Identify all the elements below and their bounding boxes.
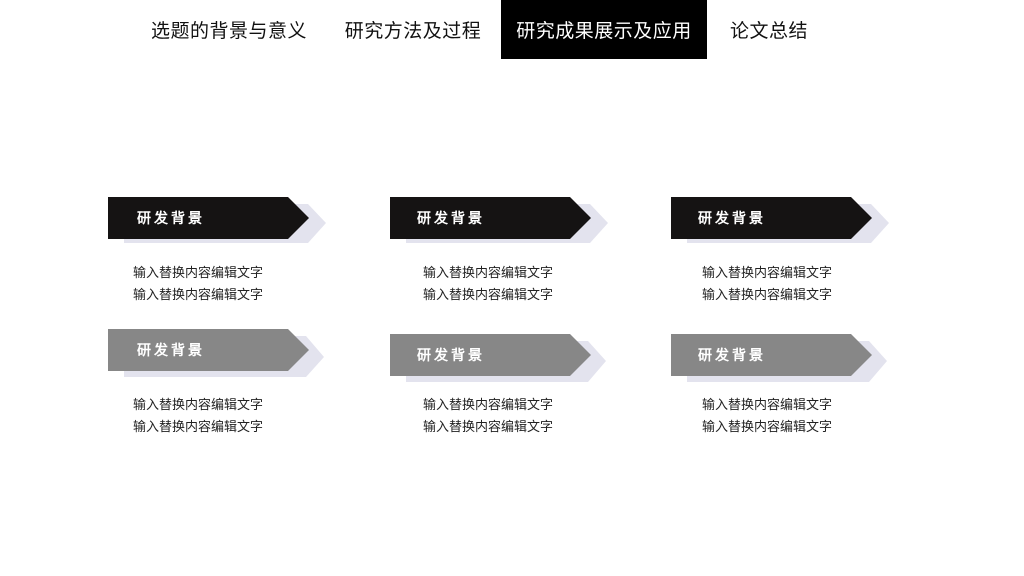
card-text-line: 输入替换内容编辑文字 xyxy=(702,288,833,303)
card-banner: 研发背景 xyxy=(390,197,610,243)
arrow-banner-shape xyxy=(671,334,887,382)
arrow-banner-shape xyxy=(108,329,324,377)
card-text-line: 输入替换内容编辑文字 xyxy=(702,420,833,435)
card-text: 输入替换内容编辑文字 输入替换内容编辑文字 xyxy=(133,395,353,439)
card-text: 输入替换内容编辑文字 输入替换内容编辑文字 xyxy=(423,395,643,439)
card-banner: 研发背景 xyxy=(108,197,328,243)
arrow-banner-shape xyxy=(108,197,326,243)
card-text-line: 输入替换内容编辑文字 xyxy=(702,266,833,281)
card-text-line: 输入替换内容编辑文字 xyxy=(133,398,264,413)
card-banner: 研发背景 xyxy=(671,197,891,243)
card-banner: 研发背景 xyxy=(390,334,610,382)
card-text-line: 输入替换内容编辑文字 xyxy=(423,398,554,413)
card-banner: 研发背景 xyxy=(108,329,328,377)
card-title: 研发背景 xyxy=(417,211,485,227)
card-text: 输入替换内容编辑文字 输入替换内容编辑文字 xyxy=(702,395,922,439)
card-title: 研发背景 xyxy=(698,211,766,227)
card-text-line: 输入替换内容编辑文字 xyxy=(702,398,833,413)
card-text: 输入替换内容编辑文字 输入替换内容编辑文字 xyxy=(702,263,922,307)
card-text-line: 输入替换内容编辑文字 xyxy=(133,420,264,435)
card-text-line: 输入替换内容编辑文字 xyxy=(423,266,554,281)
card-text-line: 输入替换内容编辑文字 xyxy=(423,288,554,303)
arrow-banner-shape xyxy=(390,334,606,382)
nav-tab-research-results[interactable]: 研究成果展示及应用 xyxy=(501,0,707,59)
card-text-line: 输入替换内容编辑文字 xyxy=(133,288,264,303)
card-text-line: 输入替换内容编辑文字 xyxy=(133,266,264,281)
card-text: 输入替换内容编辑文字 输入替换内容编辑文字 xyxy=(423,263,643,307)
card-banner: 研发背景 xyxy=(671,334,891,382)
card-title: 研发背景 xyxy=(417,348,485,364)
arrow-banner-shape xyxy=(390,197,608,243)
nav-tab-background-significance[interactable]: 选题的背景与意义 xyxy=(150,20,307,42)
card-title: 研发背景 xyxy=(137,343,205,359)
top-navigation: 选题的背景与意义 研究方法及过程 研究成果展示及应用 论文总结 xyxy=(0,0,1024,59)
arrow-banner-shape xyxy=(671,197,889,243)
card-text: 输入替换内容编辑文字 输入替换内容编辑文字 xyxy=(133,263,353,307)
nav-tab-research-methods[interactable]: 研究方法及过程 xyxy=(344,20,482,42)
card-title: 研发背景 xyxy=(698,348,766,364)
card-title: 研发背景 xyxy=(137,211,205,227)
nav-tab-thesis-summary[interactable]: 论文总结 xyxy=(729,20,808,42)
card-text-line: 输入替换内容编辑文字 xyxy=(423,420,554,435)
